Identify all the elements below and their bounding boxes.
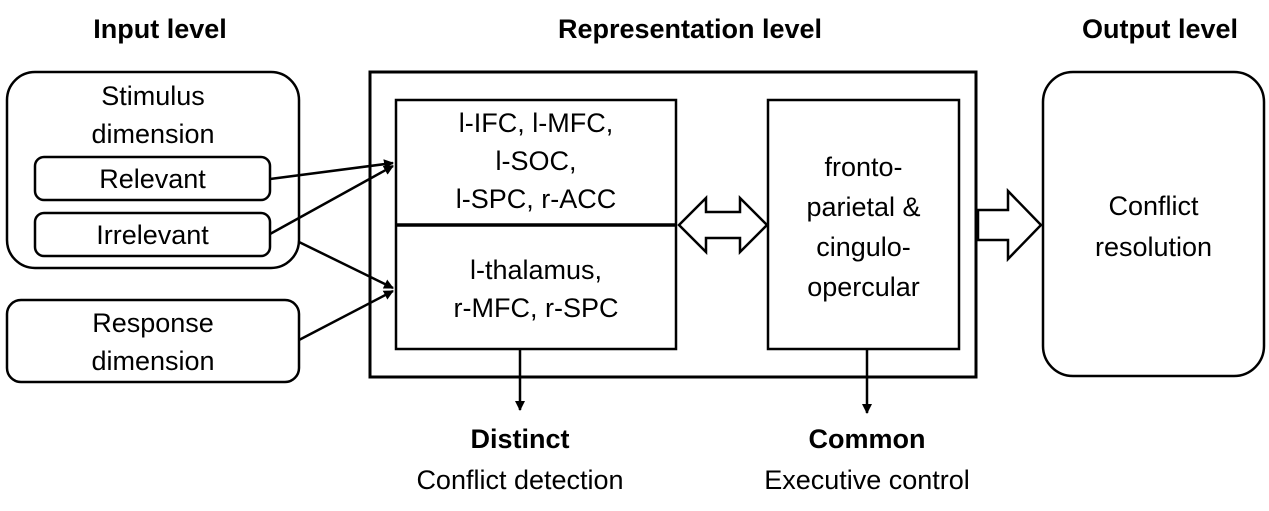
- irrelevant-label: Irrelevant: [96, 220, 209, 250]
- bidirectional-arrow: [677, 194, 769, 256]
- conflict-detection-label: Conflict detection: [416, 465, 624, 495]
- output-arrow: [976, 187, 1043, 263]
- response-dimension-box: [5, 298, 301, 384]
- distinct-regions-bottom-label: l-thalamus, r-MFC, r-SPC: [453, 255, 619, 323]
- relevant-label: Relevant: [99, 164, 206, 194]
- arrow-irrelevant-to-distinct: [269, 164, 394, 236]
- common-network-label: fronto- parietal & cingulo- opercular: [806, 152, 921, 302]
- common-network-box: [766, 98, 961, 351]
- common-title: Common: [808, 424, 926, 454]
- header-input-level: Input level: [93, 14, 227, 44]
- irrelevant-box: [33, 211, 272, 258]
- header-representation-level: Representation level: [557, 14, 823, 44]
- arrow-relevant-to-distinct: [269, 159, 394, 181]
- arrow-response-to-thalamus: [298, 289, 394, 342]
- distinct-regions-top-label: l-IFC, l-MFC, l-SOC, l-SPC, r-ACC: [455, 108, 617, 214]
- output-box: [1041, 70, 1266, 378]
- header-output-level: Output level: [1081, 14, 1238, 44]
- response-dimension-label: Response dimension: [91, 308, 215, 376]
- stimulus-dimension-label: Stimulus dimension: [91, 81, 215, 149]
- executive-control-label: Executive control: [764, 465, 970, 495]
- distinct-title: Distinct: [470, 424, 570, 454]
- conflict-resolution-label: Conflict resolution: [1094, 191, 1213, 262]
- arrow-stimulus-to-thalamus: [298, 240, 394, 290]
